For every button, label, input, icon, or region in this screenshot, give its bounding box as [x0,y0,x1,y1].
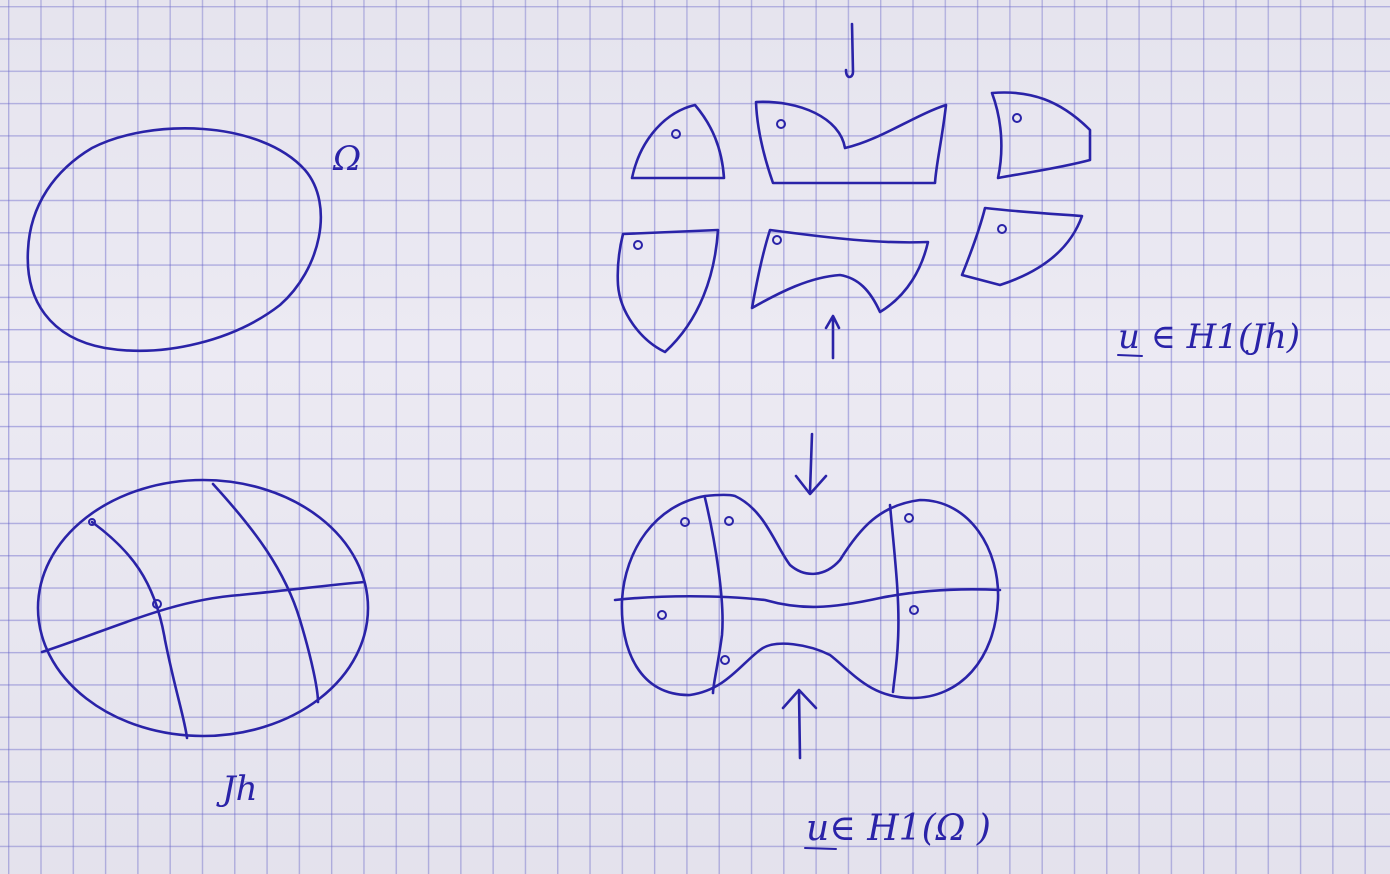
conforming-left-edge [703,496,724,695]
mesh-horizontal-edge [40,580,366,654]
broken-space-label: u ∈ H1(Jh) [1118,317,1300,357]
conforming-dof-markers [657,513,919,665]
element-top-left [630,103,726,180]
omega-label: Ω [332,139,361,179]
up-arrow-small-icon [824,314,841,360]
element-bottom-left [616,228,720,354]
conforming-right-edge [888,503,900,694]
mesh-right-vertical-edge [211,482,320,704]
down-arrow-icon [794,432,828,496]
conforming-space-underline [804,847,837,850]
mesh-node [88,518,96,526]
mesh-node [152,599,162,609]
broken-space-underline [1117,354,1143,357]
conforming-domain-outline [620,493,1000,700]
mesh-left-vertical-edge [90,520,189,740]
element-top-right [990,91,1092,180]
mesh-outline [36,478,370,738]
element-top-middle [754,100,948,185]
conforming-horizontal-edge [613,587,1002,609]
element-dof-markers [633,113,1022,250]
element-bottom-right [960,206,1084,287]
top-arrow-icon [844,22,855,79]
up-arrow-large-icon [781,688,818,760]
element-bottom-middle [750,228,930,314]
disconnected-elements [616,91,1092,354]
mesh-jh [36,478,370,740]
mesh-label: Jh [216,769,258,809]
conforming-space-label: u∈ H1(Ω ) [806,808,991,849]
conforming-domain [613,493,1002,700]
domain-omega-outline [26,127,323,352]
